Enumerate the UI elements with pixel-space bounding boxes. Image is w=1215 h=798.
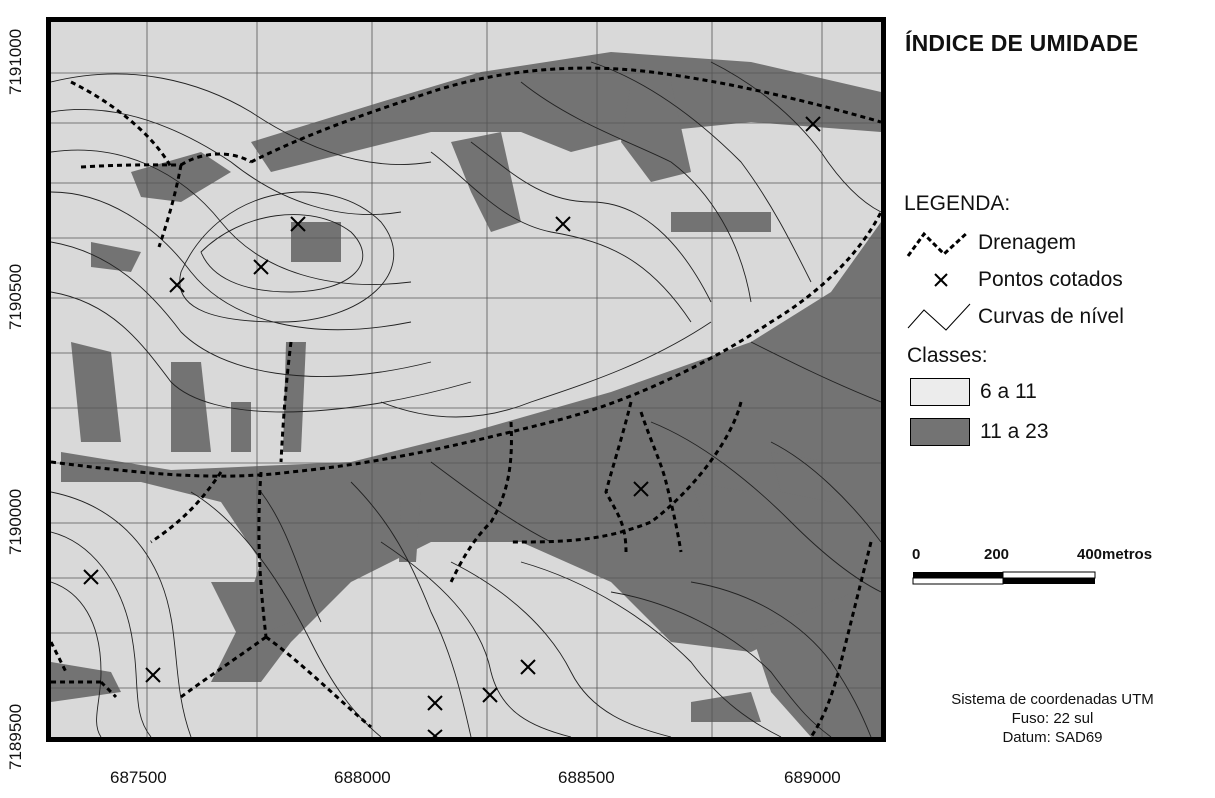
map-title: ÍNDICE DE UMIDADE (905, 30, 1139, 56)
coord-line: Sistema de coordenadas UTM (951, 691, 1154, 708)
map-frame[interactable] (46, 17, 886, 742)
class-swatch (910, 378, 970, 406)
dashed-line-icon (906, 228, 978, 258)
spot-point (290, 216, 306, 232)
x-tick-label: 689000 (784, 768, 841, 787)
spot-point (805, 116, 821, 132)
classes-title: Classes: (907, 344, 988, 367)
cross-mark-icon (906, 265, 978, 295)
coordinate-grid (51, 22, 881, 737)
class-item-high: 11 a 23 (910, 418, 1049, 446)
wetness-high-regions (51, 52, 881, 737)
legend-title: LEGENDA: (904, 192, 1011, 215)
spot-point (83, 569, 99, 585)
legend-item-label: Curvas de nível (978, 305, 1124, 328)
spot-point (427, 695, 443, 711)
legend-item-spot-points: Pontos cotados (906, 265, 1123, 295)
drainage-lines (51, 66, 881, 737)
legend-item-label: Drenagem (978, 231, 1077, 254)
legend-item-label: Pontos cotados (978, 268, 1123, 291)
spot-point (482, 687, 498, 703)
x-tick-label: 688500 (558, 768, 615, 787)
class-swatch (910, 418, 970, 446)
y-tick-label: 7191000 (6, 28, 25, 95)
class-label: 6 a 11 (980, 380, 1037, 403)
spot-point (520, 659, 536, 675)
scale-label: 400metros (1077, 546, 1153, 563)
map-canvas[interactable] (51, 22, 881, 737)
coord-line: Fuso: 22 sul (1011, 710, 1094, 727)
y-tick-label: 7190500 (6, 263, 25, 330)
y-tick-label: 7190000 (6, 488, 25, 555)
spot-point (633, 481, 649, 497)
scale-label: 0 (912, 546, 921, 563)
spot-point (169, 277, 185, 293)
spot-point (555, 216, 571, 232)
spot-point (145, 667, 161, 683)
y-tick-label: 7189500 (6, 703, 25, 770)
class-label: 11 a 23 (980, 420, 1049, 443)
spot-point (253, 259, 269, 275)
scale-bar: 0 200 400metros (912, 546, 1152, 596)
coordinate-system-info: Sistema de coordenadas UTM Fuso: 22 sul … (890, 690, 1215, 747)
class-item-low: 6 a 11 (910, 378, 1037, 406)
spot-point (427, 729, 443, 737)
scale-label: 200 (984, 546, 1010, 563)
x-tick-label: 687500 (110, 768, 167, 787)
coord-line: Datum: SAD69 (1002, 729, 1103, 746)
scale-bar-graphic (912, 571, 1096, 585)
legend-item-drainage: Drenagem (906, 228, 1076, 258)
spot-elevation-points (83, 116, 821, 737)
x-tick-label: 688000 (334, 768, 391, 787)
legend-item-contours: Curvas de nível (906, 302, 1124, 332)
contour-lines (51, 61, 881, 737)
thin-line-icon (906, 302, 978, 332)
